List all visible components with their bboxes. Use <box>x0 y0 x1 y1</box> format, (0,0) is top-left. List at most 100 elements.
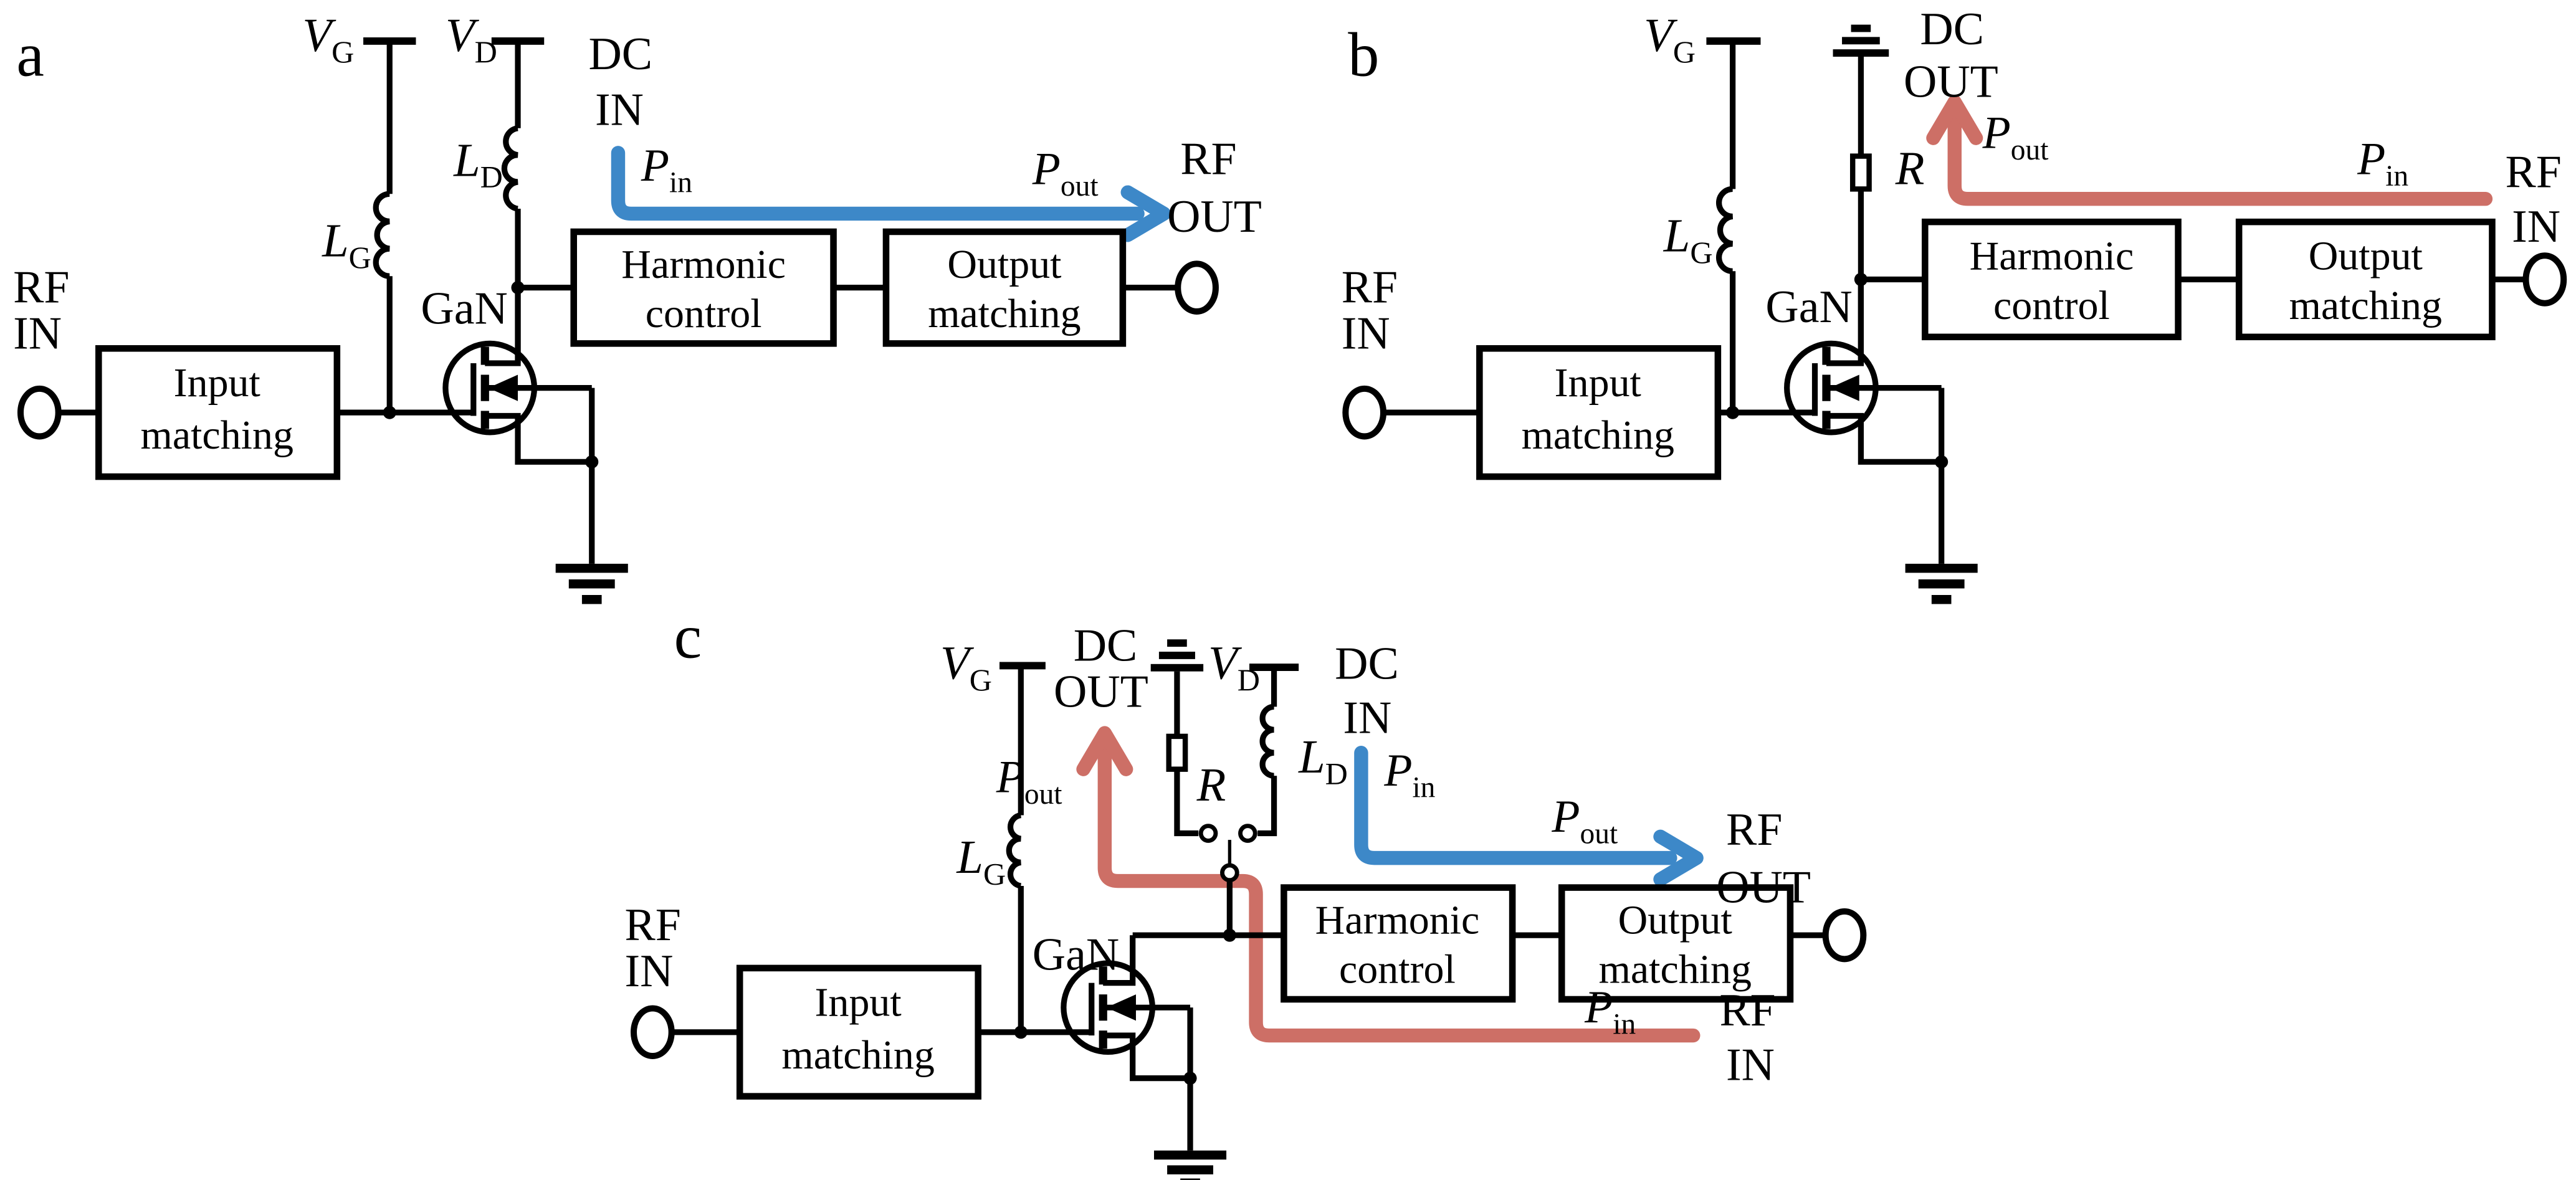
top-ground-icon-b <box>1833 24 1889 57</box>
lg-inductor-b <box>1715 186 1734 274</box>
switch-contact-r-c <box>1198 824 1218 843</box>
pout-red-label-c: Pout <box>996 751 1062 811</box>
output-matching-label1-c: Output <box>1618 897 1732 943</box>
rf-in-label-line2-b: IN <box>1342 307 1390 358</box>
pin-blue-label-c: Pin <box>1383 745 1435 804</box>
dc-out-label-line2-b: OUT <box>1904 56 1998 107</box>
output-matching-box-c <box>1558 884 1794 1003</box>
rect-flow-arrowhead-c <box>1076 726 1133 776</box>
rf-out-terminal-c <box>1822 908 1867 963</box>
ground-icon-a <box>555 563 628 604</box>
mosfet-source-lead-a <box>485 412 592 465</box>
ground-bar1-c <box>1153 1150 1227 1160</box>
harmonic-label2-b: control <box>1993 283 2110 328</box>
lg-inductor-a <box>373 191 390 279</box>
panel-c: c VG VD LG LD R GaN RF IN Input matching… <box>625 602 1867 1180</box>
gan-transistor-icon-c <box>1061 935 1197 1151</box>
rf-in-label-line1-c: RF <box>625 899 681 950</box>
mosfet-arrow-c <box>1106 994 1136 1021</box>
input-matching-box-b <box>1476 345 1722 480</box>
output-matching-label2-a: matching <box>928 291 1080 336</box>
harmonic-label1-a: Harmonic <box>621 242 786 287</box>
r-label-b: R <box>1895 141 1925 194</box>
rect-flow-arrowhead-b <box>1926 95 1983 145</box>
rf-in-terminal-a <box>17 385 62 440</box>
input-matching-label2-c: matching <box>781 1032 934 1078</box>
input-matching-label1-b: Input <box>1555 360 1641 406</box>
rf-in-label-line2-a: IN <box>13 307 62 358</box>
pout-label-a: Pout <box>1032 143 1099 202</box>
gan-label-a: GaN <box>421 283 507 334</box>
mode-switch-icon-c <box>1198 824 1257 936</box>
dc-in-label-line2-a: IN <box>595 83 644 135</box>
output-matching-label2-c: matching <box>1599 947 1752 992</box>
ground-bar2-b <box>1918 579 1965 589</box>
drain-node-c <box>1223 928 1236 942</box>
ld-label-a: LD <box>453 133 503 194</box>
gate-node-a <box>383 406 396 419</box>
rf-out-label-line2-c: OUT <box>1716 861 1811 912</box>
input-matching-box-a <box>95 345 341 480</box>
pin-red-label-c: Pin <box>1584 981 1636 1040</box>
vd-label-a: VD <box>446 9 497 69</box>
output-matching-label1-b: Output <box>2309 234 2423 279</box>
panel-b: b VG LG R GaN RF IN Input matching Harmo… <box>1342 3 2567 604</box>
rect-flow-arrow-c <box>1097 746 1701 1043</box>
mosfet-source-lead-c <box>1103 1032 1191 1082</box>
switch-pole-c <box>1220 863 1239 883</box>
panel-a: a VG VD LG LD GaN RF IN Input matching H… <box>13 9 1262 604</box>
input-matching-label1-c: Input <box>815 979 902 1025</box>
switch-contact-ld-c <box>1238 824 1257 843</box>
top-ground-bar3-c <box>1167 639 1187 647</box>
ld-branch-lower-c <box>1257 776 1277 837</box>
ground-bar2-c <box>1167 1165 1213 1174</box>
pa-flow-arrowhead-c <box>1653 829 1704 887</box>
gate-node-b <box>1726 406 1740 419</box>
harmonic-label2-a: control <box>646 291 762 336</box>
input-matching-label2-a: matching <box>141 412 293 458</box>
ld-inductor-a <box>501 125 518 212</box>
dc-out-label-line1-b: DC <box>1920 3 1984 54</box>
ground-icon-c <box>1153 1150 1227 1180</box>
rf-in-red-label-line2-b: IN <box>2512 201 2560 252</box>
pout-label-b: Pout <box>1982 107 2049 166</box>
pa-flow-arrowhead-a <box>1120 185 1171 242</box>
rf-in-label-line1-b: RF <box>1342 261 1398 312</box>
panel-tag-b: b <box>1348 20 1379 89</box>
harmonic-label2-c: control <box>1339 947 1456 992</box>
mosfet-drain-lead-a <box>485 287 521 366</box>
top-ground-bar2-c <box>1158 652 1195 659</box>
gan-transistor-icon-b <box>1784 279 1949 564</box>
rf-in-label-line1-a: RF <box>13 261 69 312</box>
ground-bar1-a <box>555 563 628 573</box>
top-ground-icon-c <box>1150 639 1204 672</box>
resistor-icon-c <box>1166 733 1188 772</box>
gate-node-c <box>1014 1025 1028 1039</box>
rf-out-terminal-b <box>2522 252 2567 307</box>
gan-label-c: GaN <box>1033 929 1119 980</box>
input-matching-label1-a: Input <box>174 360 260 406</box>
gan-transistor-icon-a <box>442 287 599 564</box>
rf-in-label-line2-c: IN <box>625 945 674 996</box>
vg-label-b: VG <box>1644 9 1696 69</box>
vg-label-c: VG <box>940 637 992 697</box>
rf-out-terminal-a <box>1175 260 1219 315</box>
rf-in-terminal-c <box>631 1005 675 1060</box>
ground-bar1-b <box>1905 563 1978 573</box>
rf-out-label-line1-c: RF <box>1726 804 1782 855</box>
panel-tag-a: a <box>16 20 44 89</box>
output-matching-label2-b: matching <box>2289 283 2442 328</box>
pout-blue-label-c: Pout <box>1551 791 1618 850</box>
harmonic-label1-b: Harmonic <box>1970 234 2134 279</box>
resistor-icon-b <box>1849 153 1872 192</box>
panel-tag-c: c <box>674 602 702 671</box>
top-ground-bar3-b <box>1851 24 1871 32</box>
mosfet-drain-lead-c <box>1103 935 1136 986</box>
r-branch-lower-c <box>1174 769 1199 837</box>
harmonic-control-box-c <box>1281 884 1516 1003</box>
output-matching-box-b <box>2235 218 2496 341</box>
mosfet-arrow-a <box>488 374 518 401</box>
mosfet-source-lead-b <box>1826 412 1942 465</box>
rf-in-red-label-line1-c: RF <box>1720 984 1776 1035</box>
